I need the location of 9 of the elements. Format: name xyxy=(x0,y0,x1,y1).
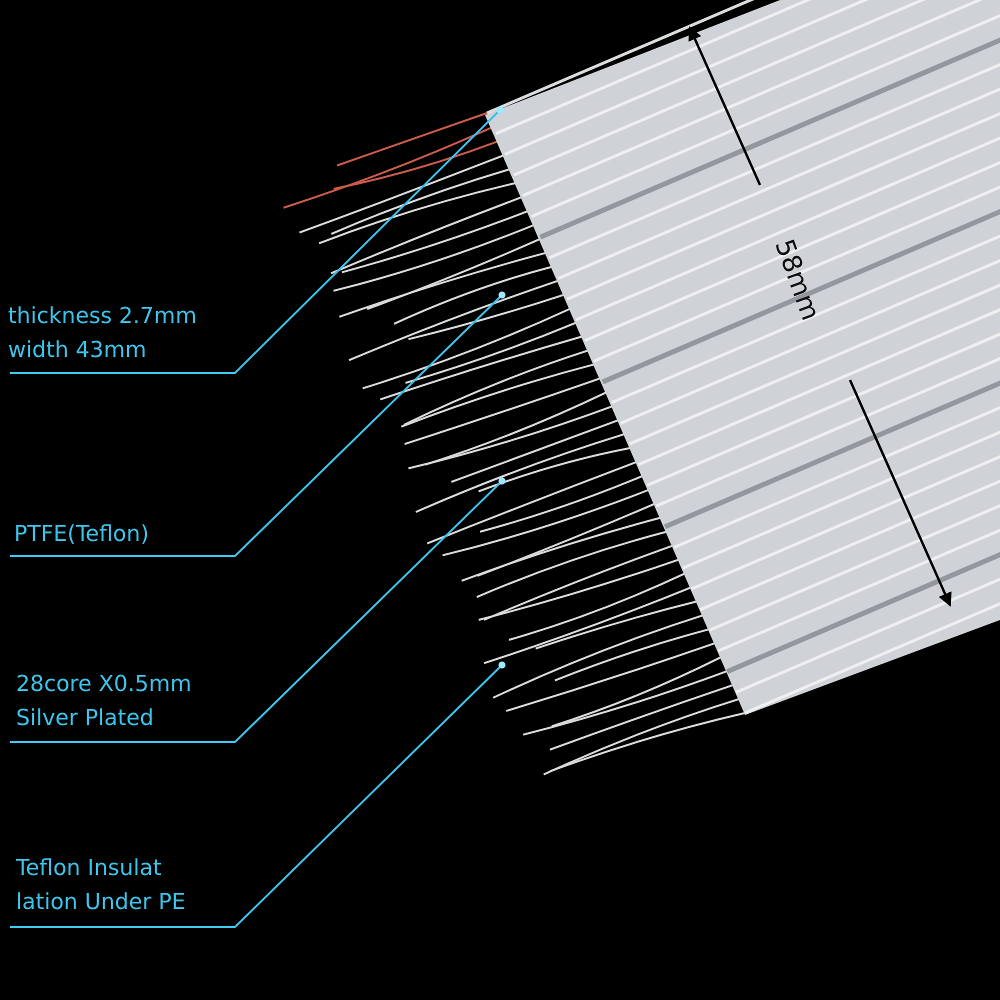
leader-line xyxy=(10,478,506,743)
callout-text: Teflon Insulat lation Under PE xyxy=(16,852,216,920)
leader-line xyxy=(10,662,506,928)
callout-text: PTFE(Teflon) xyxy=(14,518,184,552)
leader-line xyxy=(10,106,504,374)
dimension-label: 58mm xyxy=(768,236,826,324)
leader-line xyxy=(10,292,506,557)
callout-text: thickness 2.7mm width 43mm xyxy=(8,300,223,368)
callout-text: 28core X0.5mm Silver Plated xyxy=(16,668,216,736)
